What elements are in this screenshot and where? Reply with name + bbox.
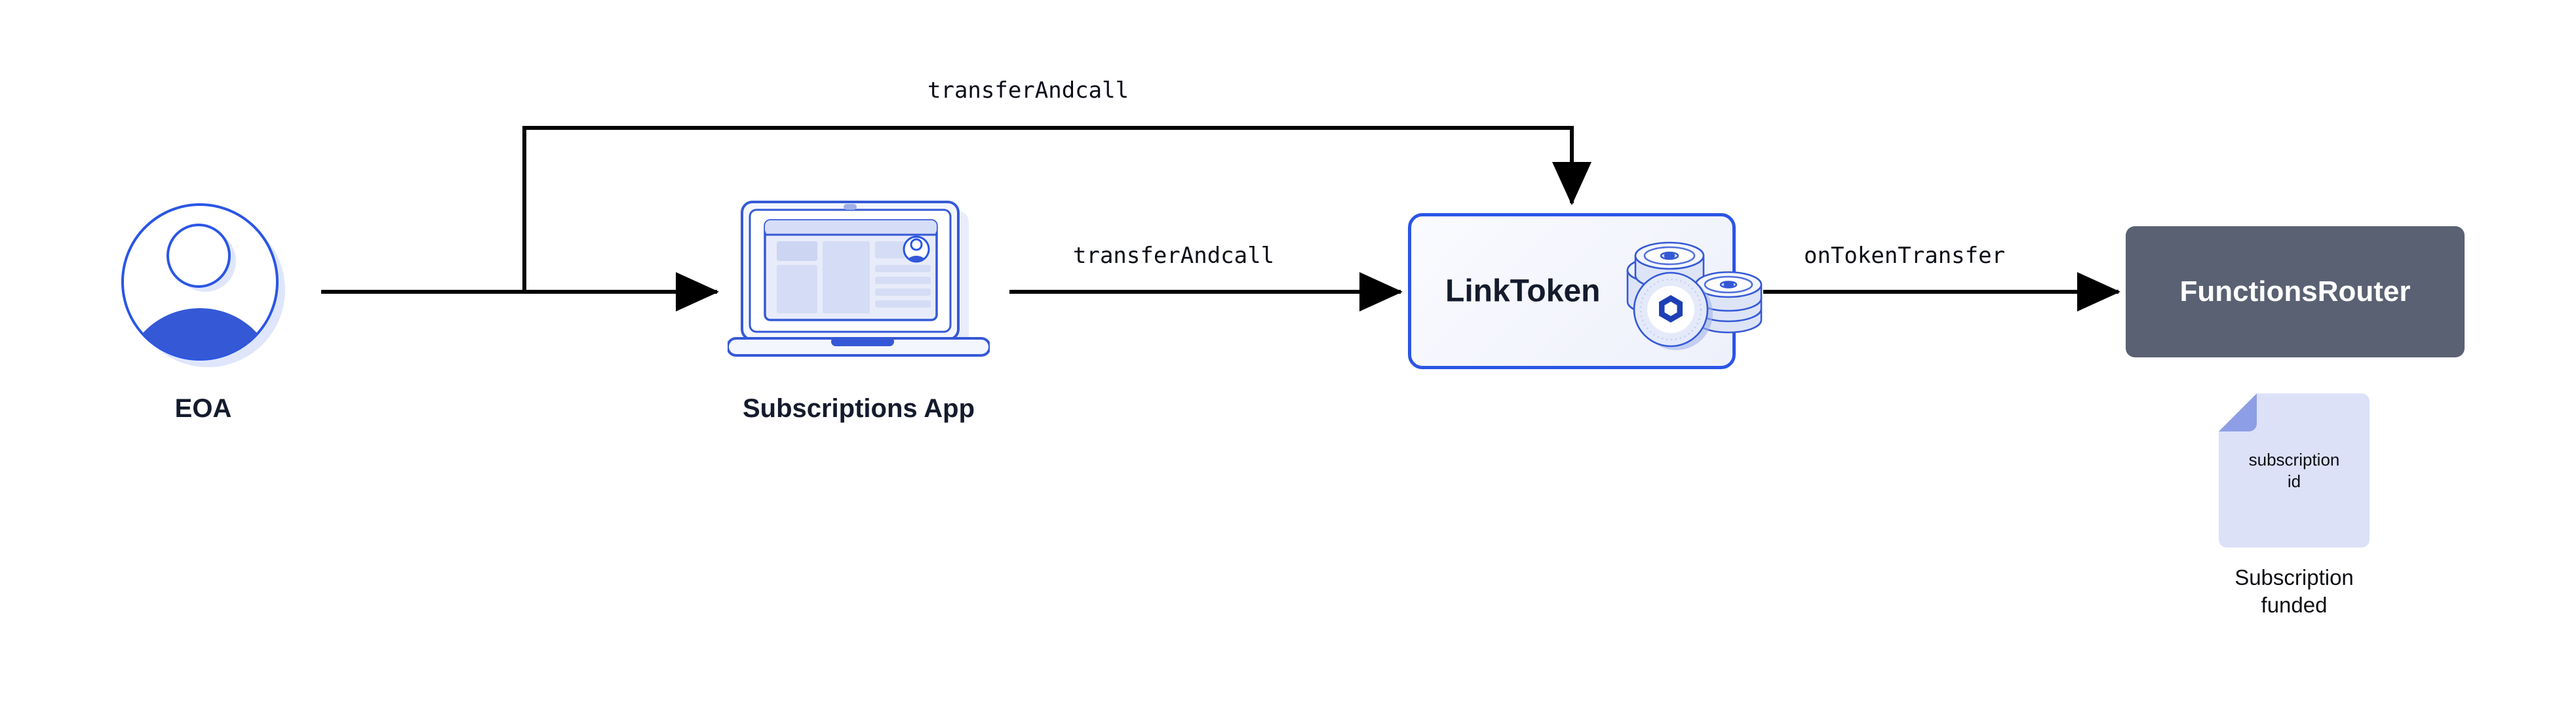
node-eoa[interactable]: EOA bbox=[115, 197, 292, 423]
node-link-token-label: LinkToken bbox=[1445, 273, 1601, 309]
node-subscriptions-app[interactable]: Subscriptions App bbox=[726, 197, 991, 423]
subscription-document: subscription id bbox=[2219, 393, 2370, 548]
node-eoa-label: EOA bbox=[174, 394, 232, 423]
node-functions-router-label: FunctionsRouter bbox=[2179, 275, 2411, 308]
node-subscriptions-app-label: Subscriptions App bbox=[742, 394, 975, 423]
edge-label-app-to-linktoken: transferAndcall bbox=[1073, 243, 1275, 269]
node-functions-router[interactable]: FunctionsRouter bbox=[2126, 226, 2465, 357]
user-avatar-icon bbox=[115, 197, 292, 374]
subscription-funded-caption: Subscription funded bbox=[2234, 565, 2354, 618]
edge-label-linktoken-to-router: onTokenTransfer bbox=[1804, 243, 2006, 269]
subscription-document-text: subscription id bbox=[2248, 450, 2340, 491]
laptop-icon bbox=[726, 201, 991, 357]
document-icon bbox=[2219, 393, 2370, 548]
coin-stack-icon bbox=[1626, 241, 1763, 350]
edge-label-eoa-to-linktoken: transferAndcall bbox=[927, 77, 1129, 104]
